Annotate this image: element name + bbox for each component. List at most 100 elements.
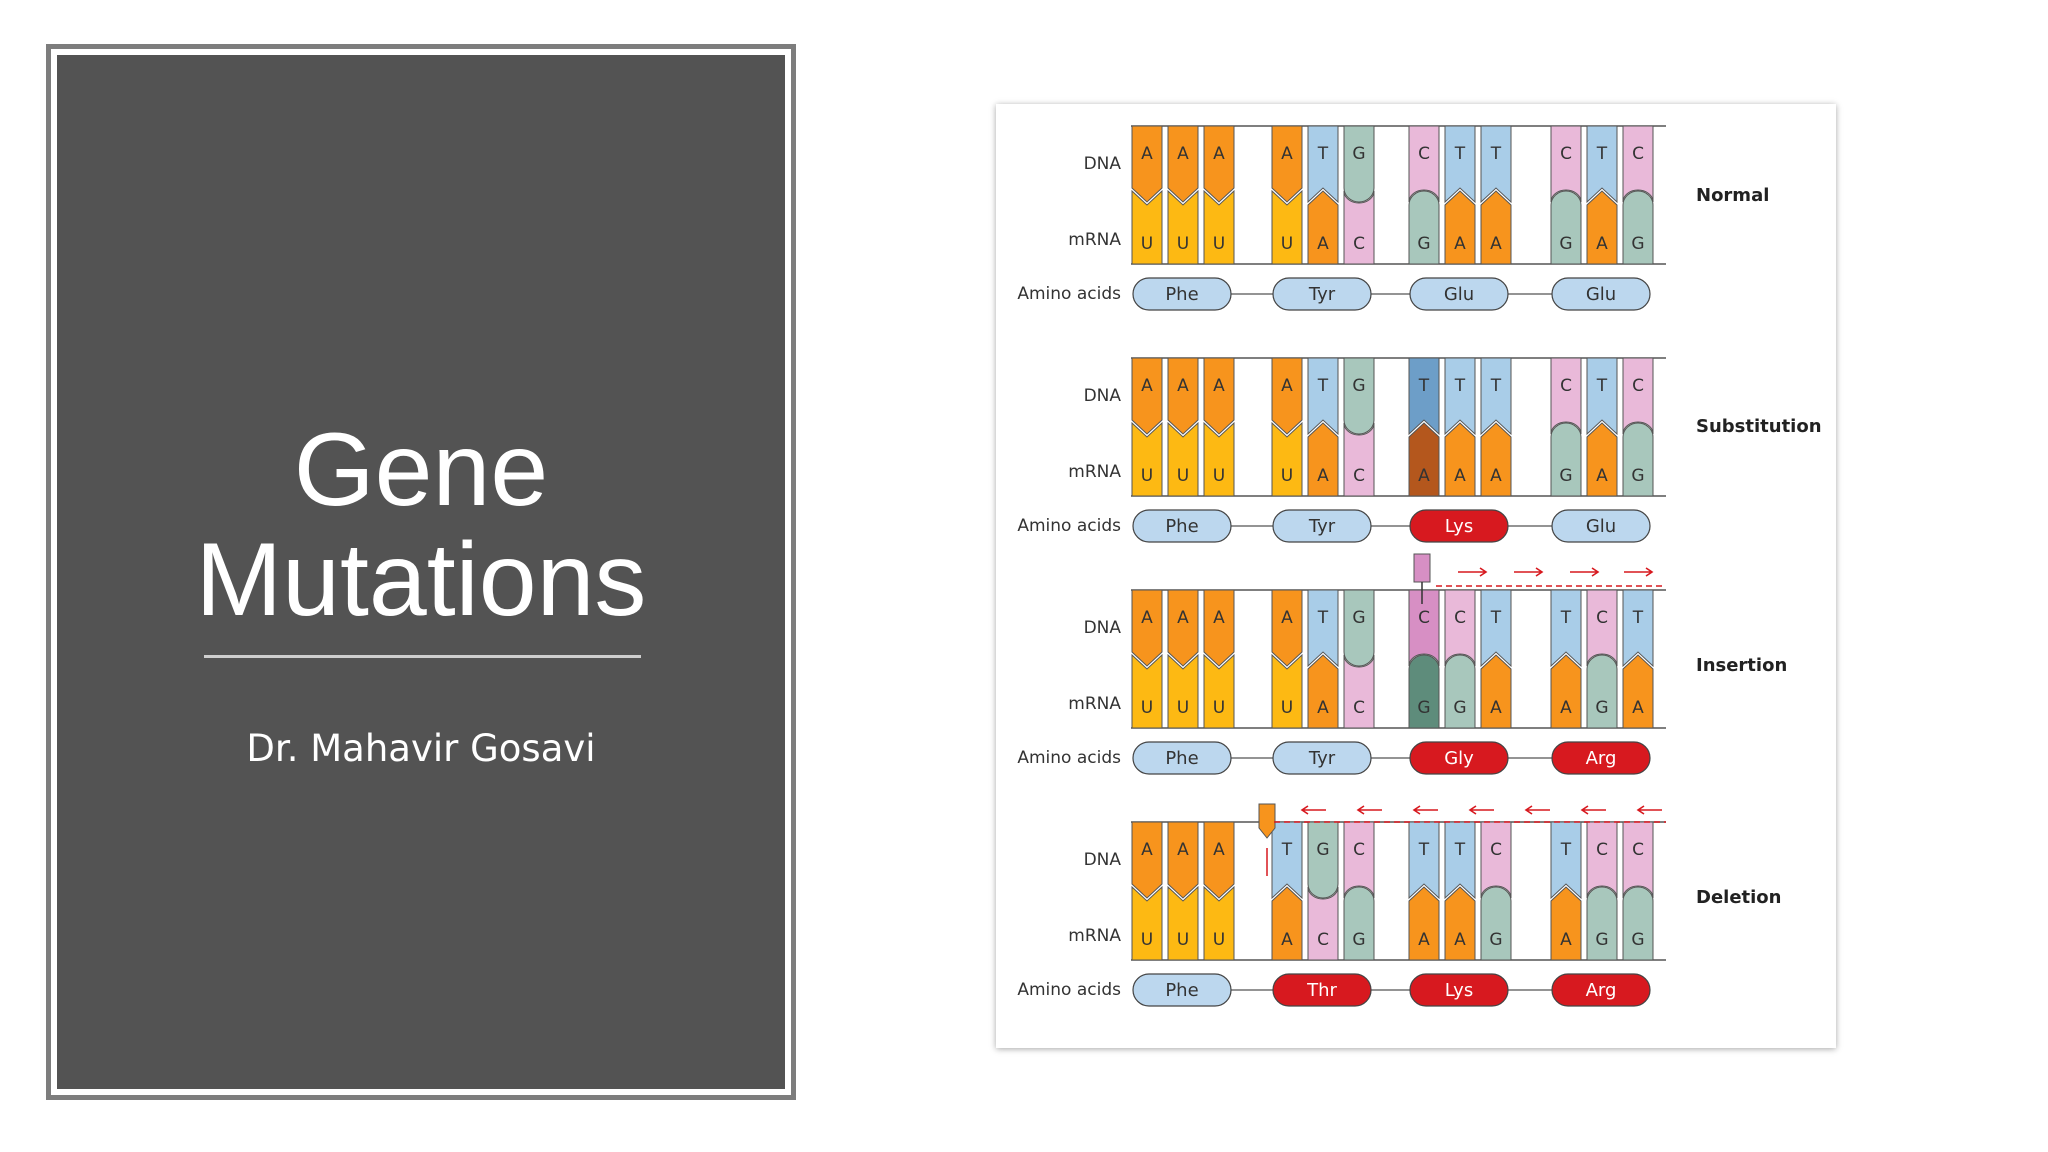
mrna-base: [1271, 421, 1303, 497]
amino-acid-pill-text: Tyr: [1308, 284, 1336, 305]
mrna-base: [1444, 422, 1476, 497]
mrna-base: [1480, 886, 1512, 961]
mrna-base: [1307, 422, 1339, 497]
dna-base: [1307, 821, 1339, 899]
mrna-base-label: U: [1177, 698, 1189, 718]
mrna-base: [1131, 421, 1163, 497]
dna-base-label: T: [1317, 376, 1329, 396]
amino-acid-pill: [1132, 741, 1232, 775]
mrna-base: [1550, 654, 1582, 729]
title-panel: Gene Mutations Dr. Mahavir Gosavi: [46, 44, 796, 1100]
dna-base-label: A: [1213, 376, 1225, 396]
amino-acid-pill: [1409, 277, 1509, 311]
mrna-base: [1622, 654, 1654, 729]
amino-acid-pill-text: Lys: [1445, 516, 1473, 537]
amino-acid-pill: [1132, 277, 1232, 311]
mrna-base: [1408, 190, 1440, 265]
mrna-base: [1408, 654, 1440, 729]
dna-base: [1444, 125, 1476, 204]
mrna-base-label: A: [1418, 930, 1430, 950]
dna-base: [1131, 589, 1163, 667]
dna-base-label: C: [1560, 376, 1572, 396]
dna-base-label: C: [1490, 840, 1502, 860]
dna-base: [1622, 589, 1654, 668]
mrna-base-label: U: [1141, 930, 1153, 950]
dna-base-label: T: [1490, 608, 1502, 628]
mrna-base-label: A: [1317, 466, 1329, 486]
mrna-base: [1203, 421, 1235, 497]
dna-base-label: A: [1177, 840, 1189, 860]
mrna-base-label: U: [1177, 930, 1189, 950]
dna-base-label: G: [1352, 144, 1365, 164]
amino-acid-pill-text: Phe: [1165, 748, 1198, 769]
amino-row-label: Amino acids: [1017, 980, 1121, 1000]
mrna-base-label: U: [1177, 234, 1189, 254]
dna-base-label: A: [1213, 608, 1225, 628]
dna-base-label: T: [1596, 144, 1608, 164]
dna-base-label: G: [1316, 840, 1329, 860]
frameshift-left-arrow: [1356, 805, 1382, 815]
amino-acid-pill-text: Lys: [1445, 980, 1473, 1001]
mrna-base: [1550, 886, 1582, 961]
mrna-base: [1131, 885, 1163, 961]
dna-base: [1131, 821, 1163, 899]
slide-title-line-2: Mutations: [195, 522, 647, 638]
mrna-base-label: C: [1353, 466, 1365, 486]
dna-base-label: C: [1560, 144, 1572, 164]
mrna-base-label: A: [1596, 234, 1608, 254]
mrna-base-label: U: [1213, 466, 1225, 486]
mrna-base-label: G: [1417, 698, 1430, 718]
mrna-base: [1550, 190, 1582, 265]
dna-base-label: A: [1141, 840, 1153, 860]
dna-base-label: T: [1454, 840, 1466, 860]
amino-row-label: Amino acids: [1017, 284, 1121, 304]
dna-base: [1307, 357, 1339, 436]
dna-base-label: A: [1141, 608, 1153, 628]
mrna-base-label: A: [1317, 234, 1329, 254]
mrna-base: [1444, 654, 1476, 729]
mrna-base: [1343, 422, 1375, 497]
dna-base-label: A: [1141, 144, 1153, 164]
dna-base: [1203, 589, 1235, 667]
dna-base: [1586, 125, 1618, 204]
dna-base: [1408, 357, 1440, 436]
dna-base-label: T: [1632, 608, 1644, 628]
mrna-base: [1203, 653, 1235, 729]
mrna-base-label: C: [1353, 698, 1365, 718]
dna-base-label: G: [1352, 376, 1365, 396]
mrna-base-label: A: [1490, 466, 1502, 486]
amino-acid-pill-text: Arg: [1586, 980, 1617, 1001]
mrna-base-label: U: [1141, 466, 1153, 486]
mrna-base: [1586, 190, 1618, 265]
dna-base-label: C: [1454, 608, 1466, 628]
dna-base-label: A: [1177, 144, 1189, 164]
dna-row-label: DNA: [1084, 154, 1122, 174]
title-background: Gene Mutations Dr. Mahavir Gosavi: [57, 55, 785, 1089]
dna-base-label: T: [1281, 840, 1293, 860]
mrna-base-label: U: [1281, 698, 1293, 718]
mrna-base-label: G: [1453, 698, 1466, 718]
mutation-type-label: Substitution: [1696, 416, 1822, 437]
dna-base-label: T: [1418, 840, 1430, 860]
frameshift-right-arrow: [1458, 567, 1488, 577]
dna-base-label: A: [1177, 376, 1189, 396]
frameshift-left-arrow: [1580, 805, 1606, 815]
title-divider: [204, 655, 641, 658]
mrna-base: [1622, 886, 1654, 961]
dna-base: [1343, 125, 1375, 203]
amino-acid-pill-text: Phe: [1165, 516, 1198, 537]
mutation-type-label: Deletion: [1696, 887, 1781, 908]
dna-base: [1343, 357, 1375, 435]
dna-base-label: C: [1632, 144, 1644, 164]
mrna-base-label: G: [1417, 234, 1430, 254]
mrna-base-label: A: [1490, 698, 1502, 718]
mrna-base-label: G: [1631, 234, 1644, 254]
amino-acid-pill-text: Tyr: [1308, 748, 1336, 769]
amino-acid-pill-text: Glu: [1586, 284, 1616, 305]
mrna-base: [1480, 422, 1512, 497]
dna-base: [1550, 589, 1582, 668]
amino-acid-pill: [1272, 277, 1372, 311]
mrna-base-label: A: [1454, 234, 1466, 254]
mrna-base: [1408, 422, 1440, 497]
mutation-type-label: Insertion: [1696, 655, 1787, 676]
